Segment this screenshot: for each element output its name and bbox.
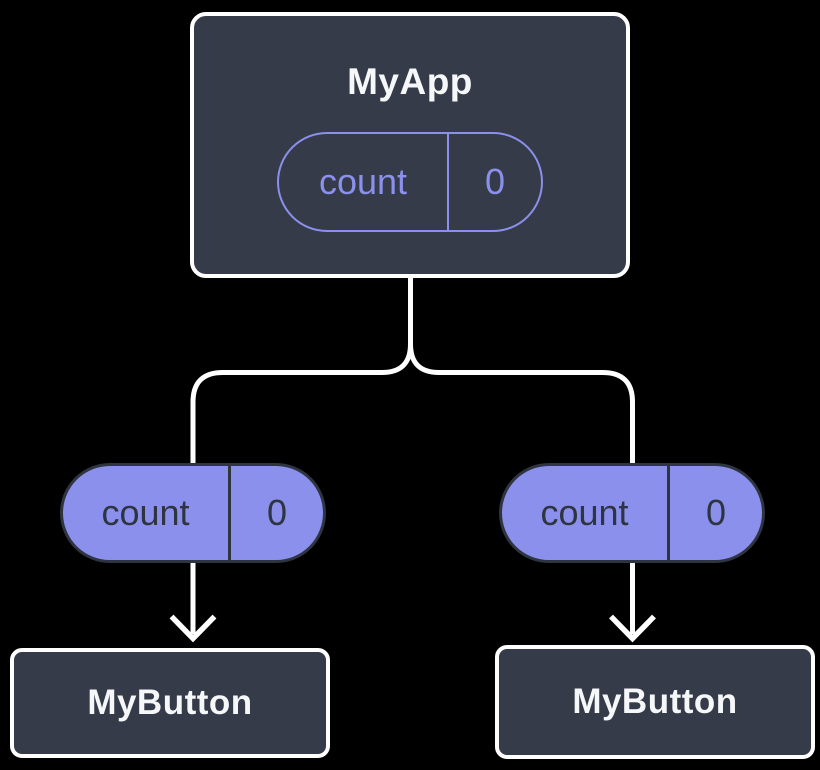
state-pill-value: 0 xyxy=(447,134,541,231)
child-component-title: MyButton xyxy=(87,683,253,722)
arrow-down-icon xyxy=(169,562,217,643)
root-component-box: MyApp count 0 xyxy=(190,12,630,278)
prop-pill-value: 0 xyxy=(667,466,762,560)
prop-pill-left: count 0 xyxy=(60,463,326,563)
prop-pill-name: count xyxy=(540,492,629,533)
branch-line-left xyxy=(190,278,413,463)
branch-line-right xyxy=(408,278,635,463)
child-component-title: MyButton xyxy=(572,682,738,721)
prop-pill-name: count xyxy=(101,492,190,533)
prop-pill-value: 0 xyxy=(228,466,323,560)
child-component-box-right: MyButton xyxy=(495,645,815,759)
arrow-down-icon xyxy=(609,562,656,643)
root-state-pill: count 0 xyxy=(277,132,543,233)
prop-pill-right: count 0 xyxy=(499,463,765,563)
state-pill-name: count xyxy=(318,161,408,203)
root-component-title: MyApp xyxy=(347,61,473,102)
child-component-box-left: MyButton xyxy=(10,648,330,758)
